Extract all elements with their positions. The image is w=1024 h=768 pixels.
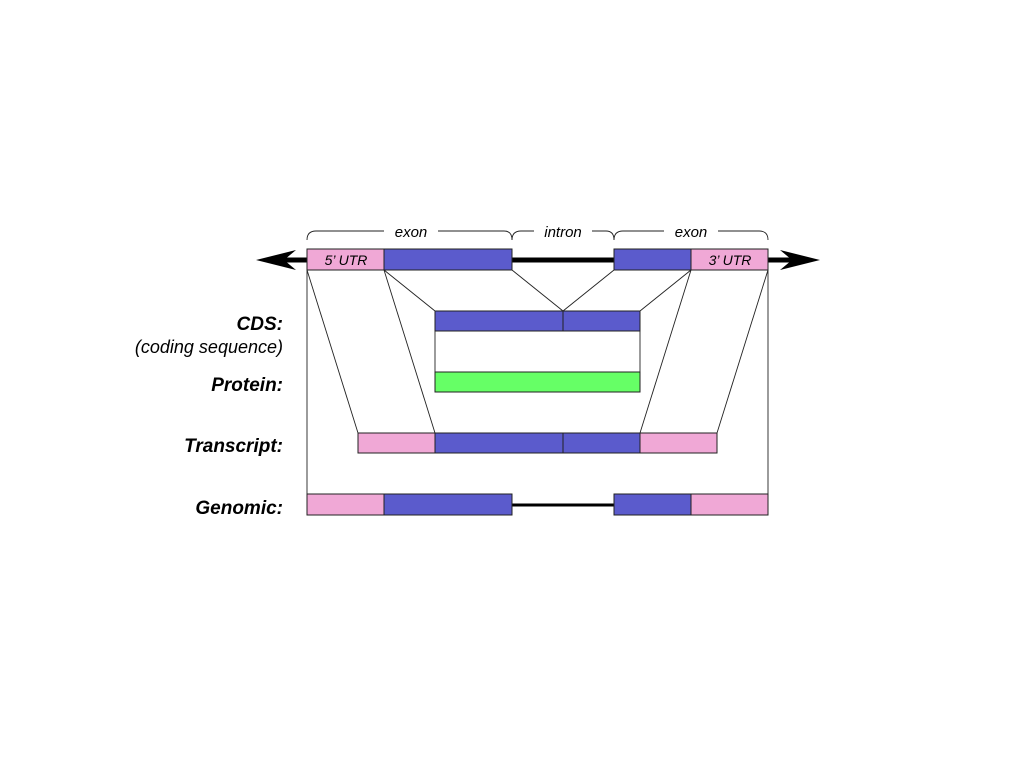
transcript-exon2 [562,432,641,454]
braces: exon intron exon [306,224,769,241]
protein-label: Protein: [211,375,283,396]
cds-sublabel: (coding sequence) [135,337,283,357]
exon-left-label: exon [395,224,428,241]
connector-cds-left [383,269,436,312]
transcript-utr5 [357,432,436,454]
cds-block-1 [434,310,564,332]
connector-utr5-inner [383,269,436,434]
connector-utr3-outer [716,269,769,434]
genomic-utr5 [306,493,385,516]
connector-cds-splice-right [562,269,615,312]
genomic-exon2 [613,493,692,516]
protein-row: Protein: [211,371,641,396]
connector-lines [306,269,769,494]
left-arrowhead [256,250,296,270]
genomic-exon1 [383,493,513,516]
connector-utr3-inner [639,269,692,434]
intron-label: intron [544,224,582,241]
exon-right-label: exon [675,224,708,241]
utr3-block [690,248,769,271]
exon1-coding-block [383,248,513,271]
utr3-label: 3’ UTR [709,252,752,268]
exon-right-brace [613,230,769,241]
transcript-utr3 [639,432,718,454]
transcript-row: Transcript: [184,432,718,457]
genomic-label: Genomic: [195,498,283,519]
connector-cds-right [639,269,692,312]
connector-utr5-outer [306,269,359,434]
cds-block-2 [562,310,641,332]
transcript-exon1 [434,432,564,454]
transcript-label: Transcript: [184,436,283,457]
utr5-label: 5’ UTR [325,252,368,268]
top-gene-track: 5’ UTR 3’ UTR [256,248,820,271]
genomic-utr3 [690,493,769,516]
connector-cds-splice-left [511,269,564,312]
right-arrowhead [780,250,820,270]
genomic-row: Genomic: [195,493,769,519]
cds-row: CDS: (coding sequence) [135,310,641,357]
protein-block [434,371,641,393]
cds-label: CDS: [237,314,283,335]
exon2-coding-block [613,248,692,271]
